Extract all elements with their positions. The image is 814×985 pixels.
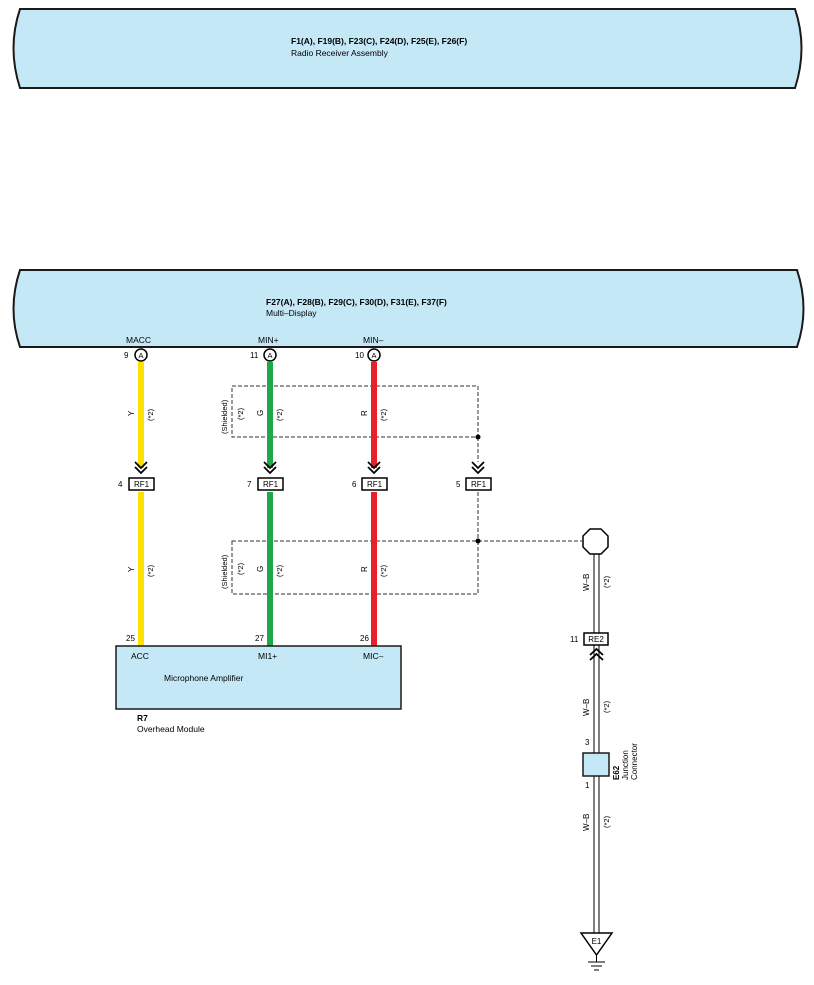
ground-wire-code-3: W–B (582, 814, 591, 831)
radio-receiver-name: Radio Receiver Assembly (291, 48, 389, 58)
overhead-module-code: R7 (137, 713, 148, 723)
multi-display-name: Multi–Display (266, 308, 317, 318)
e62-pin-top: 3 (585, 738, 590, 747)
shield-upper-label: (Shielded) (220, 399, 229, 434)
rf1-pin-4-number: 4 (118, 480, 123, 489)
e62-code: E62 (612, 765, 621, 780)
rf1-pin-4: RF1 4 (118, 461, 155, 491)
rf1-pin-6: RF1 6 (352, 461, 388, 491)
connector-a-macc: A 9 (124, 348, 148, 362)
microphone-amplifier-name: Microphone Amplifier (164, 673, 244, 683)
shield-upper: (Shielded) (*2) (220, 385, 479, 438)
multi-display-block: F27(A), F28(B), F29(C), F30(D), F31(E), … (12, 269, 805, 348)
wire-red: R (*2) R (*2) (360, 362, 388, 646)
wire-red-code-2: R (360, 566, 369, 572)
wire-yellow-note-2: (*2) (146, 564, 155, 577)
ground-wire-code-1: W–B (582, 574, 591, 591)
amp-pin-label-acc: ACC (131, 651, 149, 661)
pin-label-macc: MACC (126, 335, 151, 345)
pin-number-min-plus: 11 (250, 351, 259, 360)
rf1-pin-6-number: 6 (352, 480, 357, 489)
pin-label-min-minus: MIN– (363, 335, 384, 345)
shield-upper-note: (*2) (236, 407, 245, 420)
re2-pin: 11 (570, 635, 579, 644)
shield-lower-label: (Shielded) (220, 554, 229, 589)
ground-wire-note-3: (*2) (602, 815, 611, 828)
wire-red-note-2: (*2) (379, 564, 388, 577)
amp-pin-27: 27 (255, 634, 264, 643)
amp-pin-label-mic-minus: MIC– (363, 651, 384, 661)
rf1-pin-7-name: RF1 (263, 480, 279, 489)
connector-a-min-minus-letter: A (371, 351, 376, 360)
e62-junction-connector: 3 1 E62 Junction Connector (582, 738, 639, 790)
wire-green-note-1: (*2) (275, 408, 284, 421)
amp-pin-label-mi1-plus: MI1+ (258, 651, 277, 661)
ground-e1-name: E1 (592, 937, 602, 946)
pin-label-min-plus: MIN+ (258, 335, 279, 345)
wire-red-note-1: (*2) (379, 408, 388, 421)
overhead-module-name: Overhead Module (137, 724, 205, 734)
connector-a-min-plus: A 11 (250, 348, 277, 362)
multi-display-connectors: F27(A), F28(B), F29(C), F30(D), F31(E), … (266, 297, 447, 307)
drain-wire (475, 434, 582, 544)
shield-lower-note: (*2) (236, 562, 245, 575)
rf1-pin-4-name: RF1 (134, 480, 150, 489)
connector-a-min-minus: A 10 (355, 348, 381, 362)
wire-red-code-1: R (360, 410, 369, 416)
shield-ground-octagon (582, 528, 609, 555)
ground-wire-code-2: W–B (582, 699, 591, 716)
amp-pin-26: 26 (360, 634, 369, 643)
wire-yellow-code-2: Y (127, 566, 136, 572)
re2-connector: RE2 11 (570, 632, 609, 661)
rf1-pin-5: RF1 5 (456, 461, 492, 491)
rf1-pin-6-name: RF1 (367, 480, 383, 489)
wire-green-code-1: G (256, 410, 265, 416)
radio-receiver-block: F1(A), F19(B), F23(C), F24(D), F25(E), F… (12, 8, 803, 89)
ground-wire: W–B (*2) W–B (*2) W–B (*2) (582, 554, 611, 933)
e62-name: Junction (621, 750, 630, 780)
rf1-pin-5-name: RF1 (471, 480, 487, 489)
microphone-amplifier-block: Microphone Amplifier 25 27 26 ACC MI1+ M… (115, 634, 402, 710)
connector-a-min-plus-letter: A (267, 351, 272, 360)
wire-yellow-note-1: (*2) (146, 408, 155, 421)
ground-e1-symbol: E1 (579, 932, 614, 971)
wire-green-code-2: G (256, 566, 265, 572)
shield-lower: (Shielded) (*2) (220, 540, 479, 595)
wire-yellow-code-1: Y (127, 410, 136, 416)
ground-wire-note-2: (*2) (602, 700, 611, 713)
pin-number-macc: 9 (124, 351, 129, 360)
radio-receiver-connectors: F1(A), F19(B), F23(C), F24(D), F25(E), F… (291, 36, 467, 46)
e62-name-2: Connector (630, 743, 639, 780)
rf1-pin-7-number: 7 (247, 480, 252, 489)
rf1-pin-7: RF1 7 (247, 461, 284, 491)
e62-pin-bottom: 1 (585, 781, 590, 790)
ground-wire-note-1: (*2) (602, 575, 611, 588)
wire-green-note-2: (*2) (275, 564, 284, 577)
amp-pin-25: 25 (126, 634, 135, 643)
wire-green: G (*2) G (*2) (256, 362, 284, 646)
rf1-pin-5-number: 5 (456, 480, 461, 489)
connector-a-macc-letter: A (138, 351, 143, 360)
wire-yellow: Y (*2) Y (*2) (127, 362, 155, 646)
pin-number-min-minus: 10 (355, 351, 364, 360)
re2-name: RE2 (588, 635, 604, 644)
